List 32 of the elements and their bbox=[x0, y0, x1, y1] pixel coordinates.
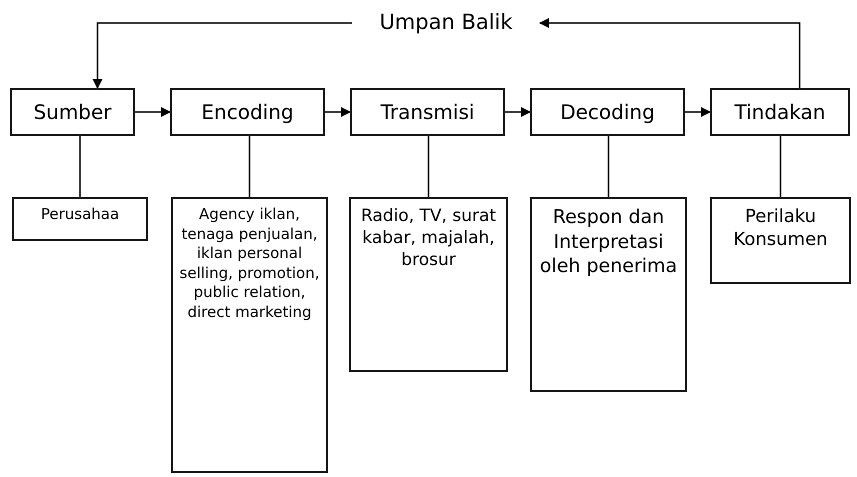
description-box bbox=[349, 197, 508, 372]
description-box bbox=[710, 197, 851, 284]
process-box bbox=[170, 88, 325, 136]
box-text: Encoding bbox=[201, 100, 294, 124]
process-box bbox=[350, 88, 505, 136]
connector-line bbox=[79, 136, 81, 197]
box-text: Respon dan Interpretasi oleh penerima bbox=[538, 205, 678, 280]
process-box bbox=[10, 88, 135, 136]
connector-line bbox=[428, 136, 430, 197]
arrow bbox=[505, 107, 531, 117]
arrow bbox=[92, 22, 352, 89]
arrow bbox=[325, 107, 351, 117]
process-box bbox=[530, 88, 685, 136]
description-box bbox=[12, 197, 148, 241]
box-text: Agency iklan, tenaga penjualan, iklan personal selling, promotion, public relation, direct marketing bbox=[178, 205, 320, 322]
connector-line bbox=[780, 136, 782, 197]
description-box bbox=[530, 197, 687, 392]
connector-line bbox=[608, 136, 610, 197]
box-text: Decoding bbox=[560, 100, 655, 124]
box-text: Sumber bbox=[33, 100, 112, 124]
arrow bbox=[135, 107, 171, 117]
description-box bbox=[171, 197, 328, 473]
process-box bbox=[710, 88, 850, 136]
arrow bbox=[539, 18, 800, 88]
box-text: Perusahaa bbox=[40, 205, 120, 223]
box-text: Radio, TV, surat kabar, majalah, brosur bbox=[360, 205, 498, 272]
connector-line bbox=[248, 136, 250, 197]
box-text: Transmisi bbox=[380, 100, 474, 124]
arrow bbox=[685, 107, 711, 117]
box-text: Perilaku Konsumen bbox=[732, 205, 829, 252]
box-text: Tindakan bbox=[734, 100, 826, 124]
feedback-label: Umpan Balik bbox=[379, 10, 513, 36]
